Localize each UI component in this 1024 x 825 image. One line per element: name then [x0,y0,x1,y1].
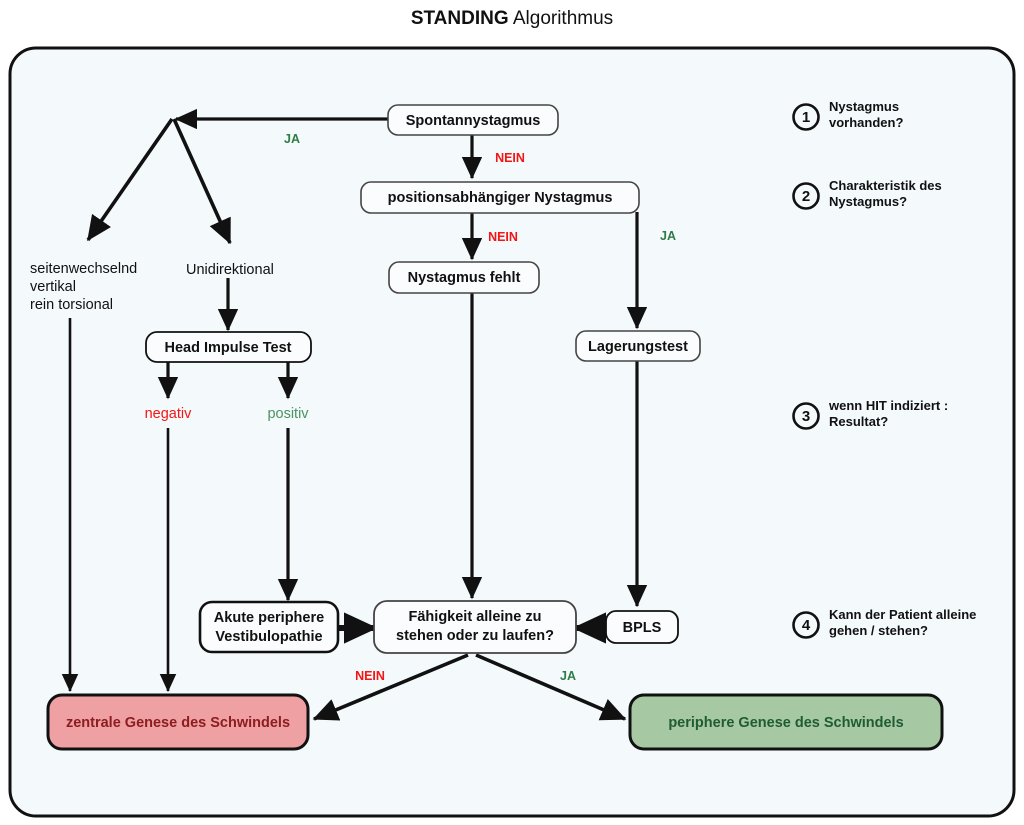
edge-label-ja-position: JA [660,229,676,243]
node-akute-periphere-vestibulopathie[interactable]: Akute periphere Vestibulopathie [198,600,340,654]
legend-number-circle-1 [792,103,820,131]
node-positionsabhaengiger-box [360,181,640,214]
title-rest: Algorithmus [508,8,614,29]
text-rein-torsional: rein torsional [30,297,113,313]
node-spontannystagmus-label: Spontannystagmus [406,113,541,129]
legend-number-circle-4 [792,611,820,639]
edge-label-positiv: positiv [267,406,309,422]
node-faehigkeit-box [373,600,577,654]
edge-faehigkeit-nein [312,653,469,721]
node-head-impulse-test-box [145,331,312,363]
edge-label-ja-faehigkeit: JA [560,669,576,683]
text-seitenwechselnd: seitenwechselnd [30,261,137,277]
legend-text-1-line1: Nystagmus [829,99,899,114]
edge-vertex-right [172,118,232,245]
text-unidirektional: Unidirektional [186,262,274,278]
legend-text-4-line1: Kann der Patient alleine [829,607,976,622]
legend-text-2-line2: Nystagmus? [829,194,907,209]
edge-faehigkeit-ja [475,653,627,721]
edge-label-nein-faehigkeit: NEIN [355,669,385,683]
node-positionsabhaengiger-label: positionsabhängiger Nystagmus [388,190,613,206]
legend-number-1: 1 [802,109,810,126]
legend-item-3: 3 wenn HIT indiziert : Resultat? [792,398,948,430]
node-nystagmus-fehlt[interactable]: Nystagmus fehlt [388,261,540,294]
legend-text-2-line1: Charakteristik des [829,178,942,193]
legend-number-circle-2 [792,182,820,210]
text-vertikal: vertikal [30,279,76,295]
legend-number-4: 4 [802,617,811,634]
edge-vertex-left [86,117,174,242]
node-bpls-label: BPLS [623,620,662,636]
node-bpls[interactable]: BPLS [605,610,679,644]
legend-text-3-line2: Resultat? [829,414,888,429]
node-akute-periphere-line1: Akute periphere [214,610,324,626]
node-nystagmus-fehlt-box [388,261,540,294]
node-positionsabhaengiger-nystagmus[interactable]: positionsabhängiger Nystagmus [360,181,640,214]
node-akute-periphere-line2: Vestibulopathie [215,629,322,645]
node-lagerungstest-label: Lagerungstest [588,339,688,355]
legend-item-4: 4 Kann der Patient alleine gehen / stehe… [792,607,976,639]
node-periphere-genese[interactable]: periphere Genese des Schwindels [628,693,944,751]
edge-label-nein-position: NEIN [488,230,518,244]
legend-number-3: 3 [802,408,810,425]
legend-text-1-line2: vorhanden? [829,115,903,130]
node-lagerungstest[interactable]: Lagerungstest [575,330,701,362]
node-spontannystagmus[interactable]: Spontannystagmus [387,104,559,136]
node-periphere-genese-box [628,693,944,751]
legend-number-circle-3 [792,402,820,430]
edge-label-negativ: negativ [145,406,193,422]
node-akute-periphere-box [198,600,340,654]
legend-item-1: 1 Nystagmus vorhanden? [792,99,903,131]
node-lagerungstest-box [575,330,701,362]
node-head-impulse-test[interactable]: Head Impulse Test [145,331,312,363]
page-title: STANDING Algorithmus [0,8,1024,30]
node-head-impulse-test-label: Head Impulse Test [164,340,291,356]
legend-item-2: 2 Charakteristik des Nystagmus? [792,178,942,210]
node-zentrale-genese-label: zentrale Genese des Schwindels [66,715,290,731]
node-faehigkeit-stehen-laufen[interactable]: Fähigkeit alleine zu stehen oder zu lauf… [373,600,577,654]
edge-label-ja-spontan: JA [284,132,300,146]
node-periphere-genese-label: periphere Genese des Schwindels [668,715,903,731]
node-zentrale-genese-box [46,693,310,751]
node-nystagmus-fehlt-label: Nystagmus fehlt [408,270,521,286]
legend-text-4-line2: gehen / stehen? [829,623,928,638]
legend-number-2: 2 [802,188,810,205]
edge-label-nein-spontan: NEIN [495,151,525,165]
node-zentrale-genese[interactable]: zentrale Genese des Schwindels [46,693,310,751]
node-faehigkeit-line1: Fähigkeit alleine zu [409,609,542,625]
legend-text-3-line1: wenn HIT indiziert : [828,398,948,413]
node-bpls-box [605,610,679,644]
title-bold: STANDING [410,8,509,29]
node-faehigkeit-line2: stehen oder zu laufen? [396,628,554,644]
node-spontannystagmus-box [387,104,559,136]
